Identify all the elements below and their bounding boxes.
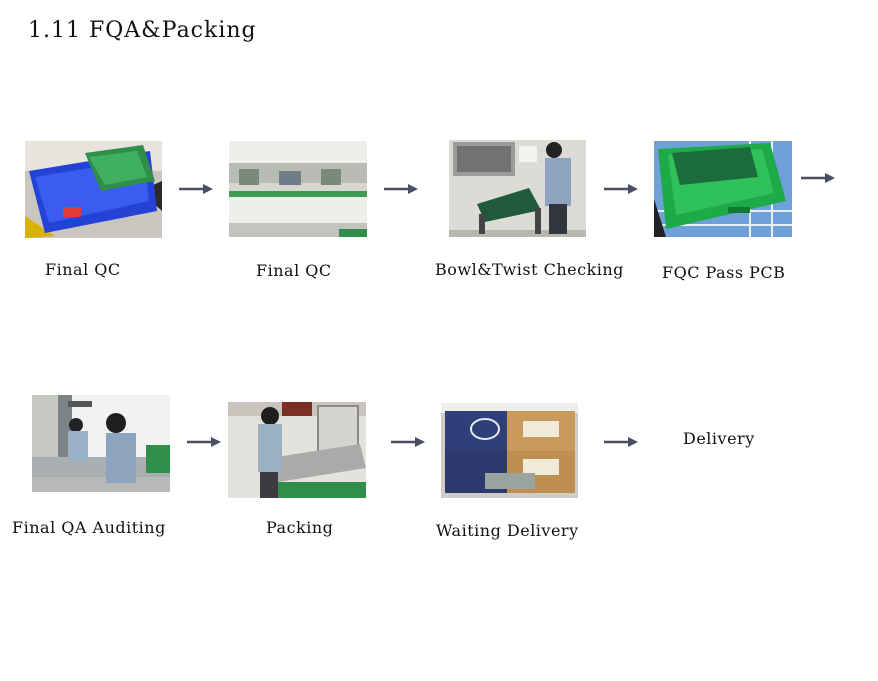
arrow-icon-2 xyxy=(384,184,418,194)
arrow-icon-1 xyxy=(179,184,213,194)
step-label: FQC Pass PCB xyxy=(662,263,786,282)
arrow-icon-3 xyxy=(604,184,638,194)
step-label: Final QA Auditing xyxy=(12,518,166,537)
photo-green-crate-pcbs xyxy=(654,141,792,237)
arrow-icon-4 xyxy=(801,173,835,183)
step-label: Bowl&Twist Checking xyxy=(435,260,624,279)
page-title: 1.11 FQA&Packing xyxy=(28,18,257,43)
photo-packed-cartons xyxy=(441,403,578,498)
arrow-icon-6 xyxy=(391,437,425,447)
step-label: Packing xyxy=(266,518,334,537)
photo-inspection-workstations xyxy=(229,141,367,237)
photo-blue-crate-pcbs xyxy=(25,141,162,238)
step-label-delivery: Delivery xyxy=(683,429,755,448)
arrow-icon-5 xyxy=(187,437,221,447)
arrow-icon-7 xyxy=(604,437,638,447)
photo-worker-checking-table xyxy=(449,140,586,237)
step-label: Final QC xyxy=(256,261,332,280)
photo-workers-auditing-station xyxy=(32,395,170,492)
photo-worker-packing-machine xyxy=(228,402,366,498)
step-label: Waiting Delivery xyxy=(436,521,579,540)
step-label: Final QC xyxy=(45,260,121,279)
